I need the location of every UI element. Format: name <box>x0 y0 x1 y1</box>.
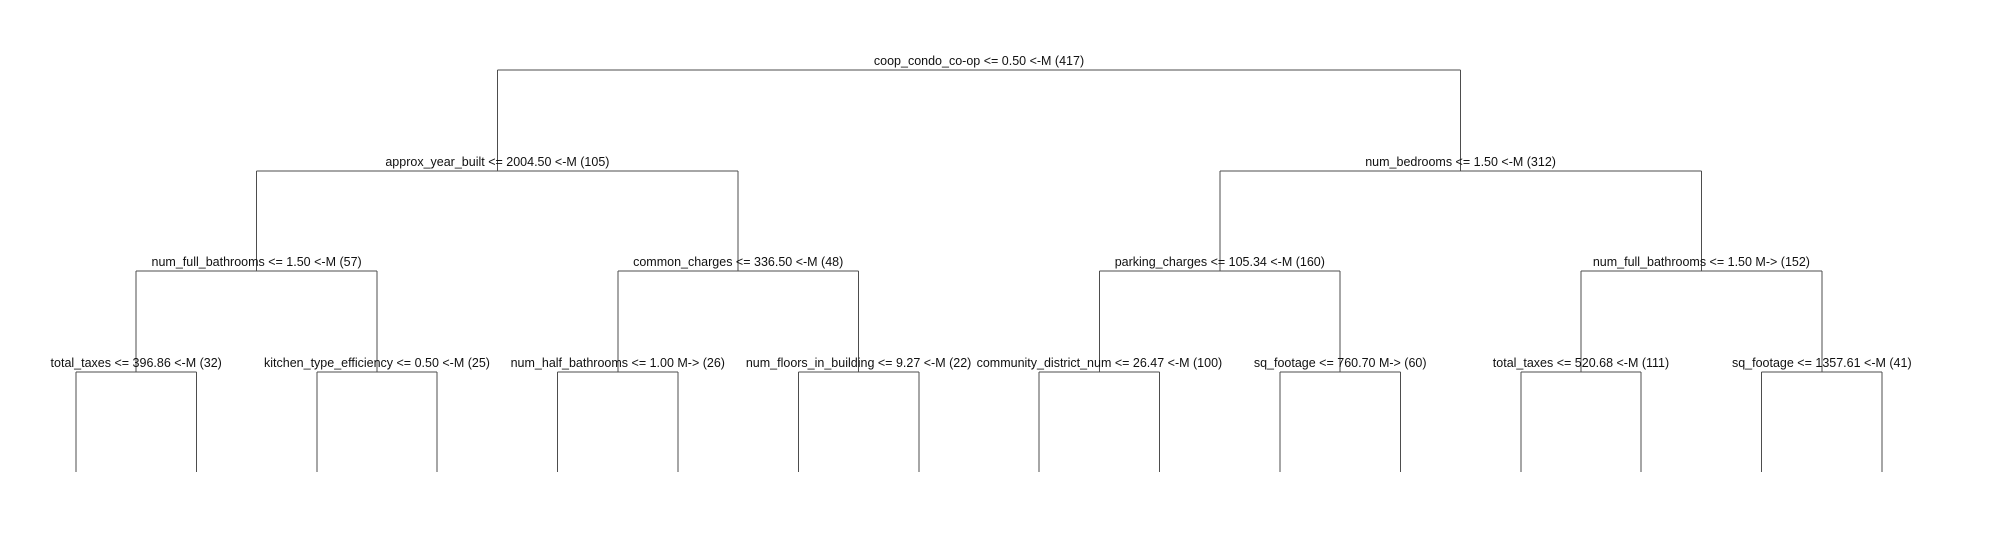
split-label: common_charges <= 336.50 <-M (48) <box>633 255 843 269</box>
split-label: approx_year_built <= 2004.50 <-M (105) <box>385 155 609 169</box>
split-label: num_full_bathrooms <= 1.50 <-M (57) <box>152 255 362 269</box>
split-label: num_half_bathrooms <= 1.00 M-> (26) <box>511 356 725 370</box>
split-label: num_floors_in_building <= 9.27 <-M (22) <box>746 356 971 370</box>
split-label: sq_footage <= 1357.61 <-M (41) <box>1732 356 1912 370</box>
split-label: num_full_bathrooms <= 1.50 M-> (152) <box>1593 255 1810 269</box>
split-label: num_bedrooms <= 1.50 <-M (312) <box>1365 155 1556 169</box>
split-label: coop_condo_co-op <= 0.50 <-M (417) <box>874 54 1084 68</box>
split-label: parking_charges <= 105.34 <-M (160) <box>1115 255 1325 269</box>
split-label: total_taxes <= 396.86 <-M (32) <box>51 356 222 370</box>
split-label: sq_footage <= 760.70 M-> (60) <box>1254 356 1427 370</box>
split-label: kitchen_type_efficiency <= 0.50 <-M (25) <box>264 356 490 370</box>
split-label: total_taxes <= 520.68 <-M (111) <box>1493 356 1669 370</box>
split-label: community_district_num <= 26.47 <-M (100… <box>977 356 1223 370</box>
